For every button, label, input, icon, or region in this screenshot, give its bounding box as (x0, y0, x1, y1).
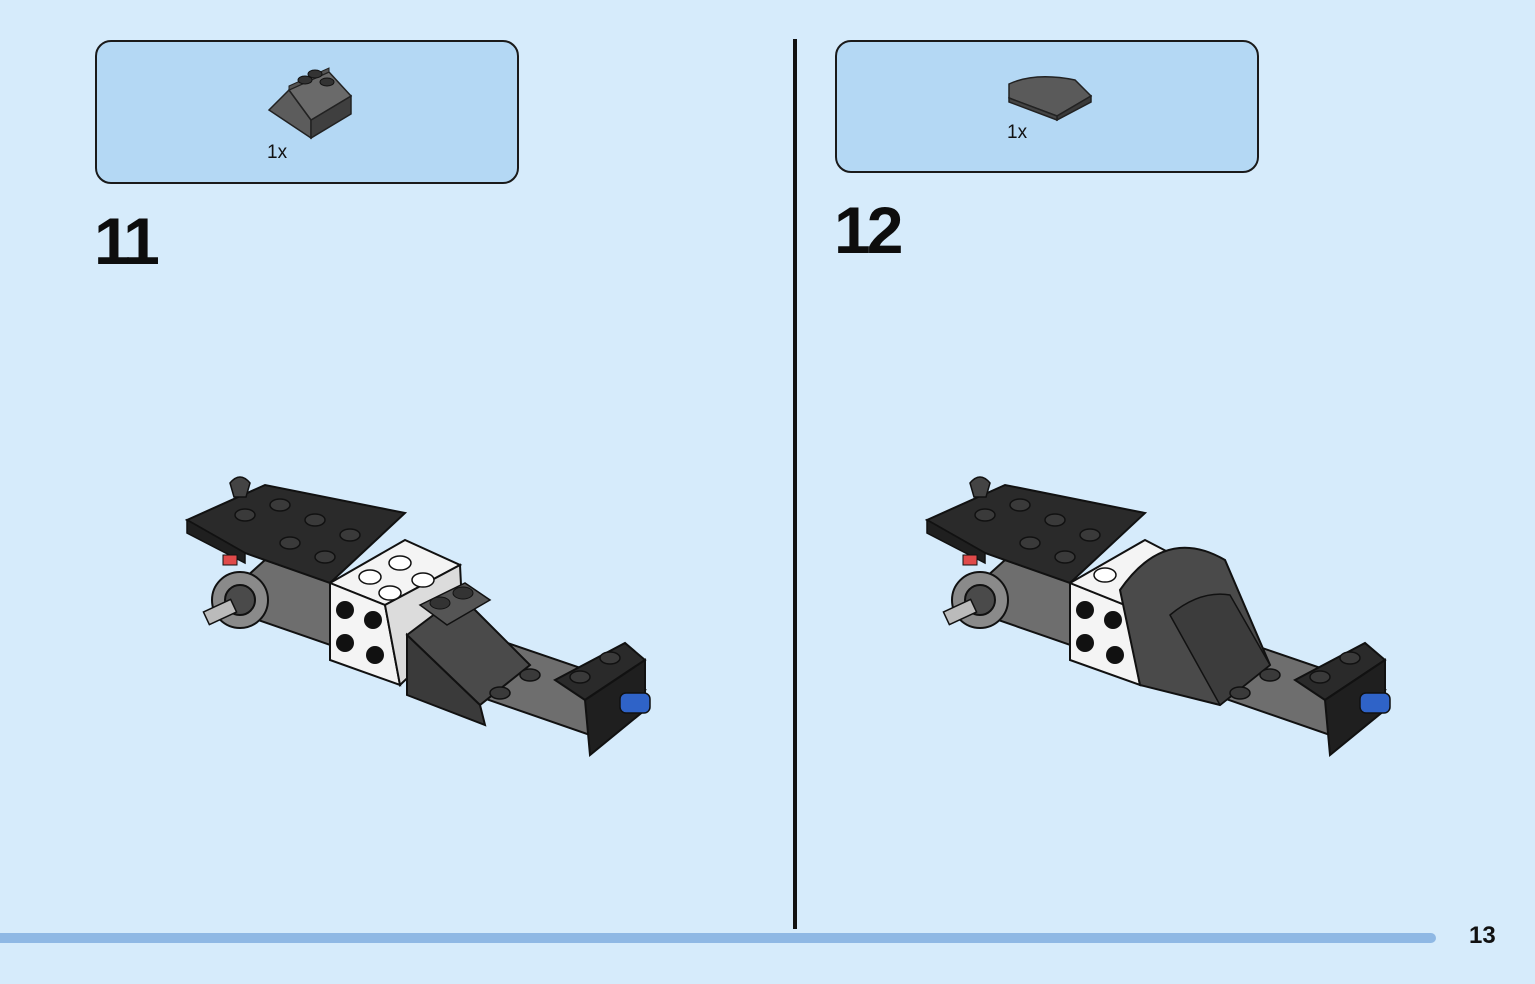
assembled-model-step-12 (925, 476, 1391, 757)
assembled-model-step-11 (185, 476, 651, 757)
part-quantity-step-12: 1x (1007, 122, 1028, 143)
dark-grey-curved-slope-icon (1008, 76, 1093, 122)
page-number: 13 (1469, 922, 1496, 949)
blue-pin-icon (619, 692, 651, 714)
page-progress-bar (0, 933, 1436, 943)
dark-grey-slope-brick-icon (267, 67, 353, 140)
parts-callout-step-11: 1x (95, 40, 519, 184)
step-divider (793, 39, 797, 929)
parts-callout-step-12: 1x (835, 40, 1259, 173)
step-number-11: 11 (94, 204, 160, 278)
step-number-12: 12 (834, 193, 903, 267)
part-quantity-step-11: 1x (267, 142, 288, 163)
